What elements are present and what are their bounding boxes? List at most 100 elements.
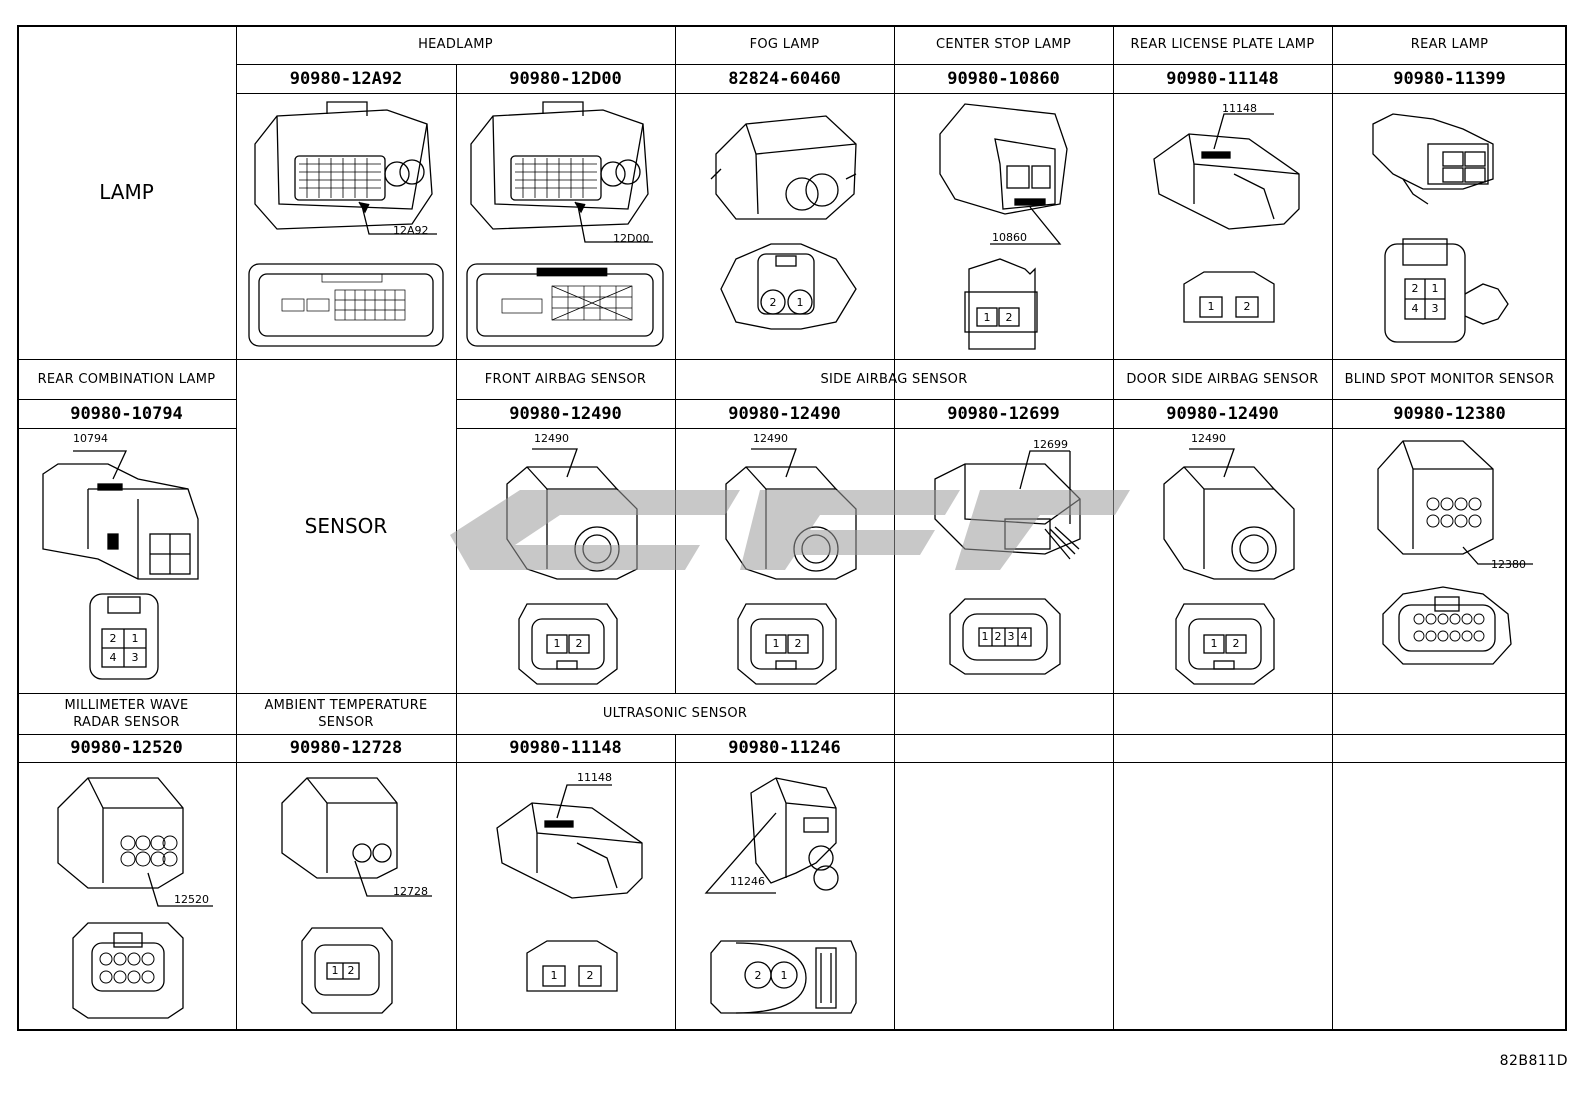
svg-text:2: 2: [995, 630, 1002, 643]
callout-label: 12490: [534, 432, 569, 445]
callout-label: 11148: [1222, 102, 1257, 115]
svg-text:2: 2: [110, 632, 117, 645]
svg-text:1: 1: [797, 296, 804, 309]
connector-drawing-headlamp-12d00: 12D00: [457, 94, 674, 358]
part-number: 90980-11148: [509, 738, 622, 758]
header-line: AMBIENT TEMPERATURE: [264, 697, 428, 713]
connector-drawing-side-airbag-sensor-12699: 1 2 3 4 12699: [895, 429, 1112, 692]
header-side-airbag-sensor: SIDE AIRBAG SENSOR: [820, 371, 968, 387]
connector-drawing-front-airbag-sensor: 1 2 12490: [457, 429, 674, 692]
callout-label: 12699: [1033, 438, 1068, 451]
connector-drawing-blind-spot-monitor-sensor: 12380: [1333, 429, 1566, 692]
callout-label: 12490: [753, 432, 788, 445]
svg-text:2: 2: [1412, 282, 1419, 295]
col-divider-3-row1: [675, 25, 676, 359]
part-number: 90980-12490: [1166, 403, 1279, 424]
svg-text:2: 2: [795, 637, 802, 650]
col-divider-6: [1332, 25, 1333, 1031]
row3-partno-divider: [17, 762, 1567, 763]
col-divider-2-row23: [456, 359, 457, 1031]
svg-text:2: 2: [1006, 311, 1013, 324]
col-divider-1: [236, 25, 237, 1031]
callout-label: 12D00: [613, 232, 650, 245]
row3-header-divider: [17, 734, 1567, 735]
callout-label: 12380: [1491, 558, 1526, 571]
header-rear-lamp: REAR LAMP: [1410, 37, 1489, 52]
drawing-code: 82B811D: [1499, 1053, 1568, 1069]
svg-text:2: 2: [576, 637, 583, 650]
callout-label: 12728: [393, 885, 428, 898]
category-lamp: LAMP: [99, 180, 154, 204]
header-line: SENSOR: [318, 714, 374, 730]
svg-text:1: 1: [551, 969, 558, 982]
connector-drawing-rear-combination-lamp: 2 1 4 3 10794: [18, 429, 235, 692]
connector-drawing-ambient-temperature-sensor: 1 2 12728: [237, 763, 455, 1030]
svg-text:1: 1: [773, 637, 780, 650]
connector-drawing-headlamp-12a92: 12A92: [237, 94, 455, 358]
svg-text:3: 3: [1008, 630, 1015, 643]
connector-table: [17, 25, 1567, 1031]
svg-text:4: 4: [110, 651, 117, 664]
row2-partno-divider-left: [17, 428, 236, 429]
header-rear-license-plate-lamp: REAR LICENSE PLATE LAMP: [1130, 37, 1315, 52]
header-door-side-airbag-sensor: DOOR SIDE AIRBAG SENSOR: [1126, 371, 1319, 387]
part-number: 90980-11246: [728, 738, 841, 758]
svg-text:2: 2: [348, 964, 355, 977]
callout-label: 10860: [992, 231, 1027, 244]
svg-text:1: 1: [982, 630, 989, 643]
col-divider-3-row3: [675, 734, 676, 1031]
connector-drawing-rear-lamp: 2 1 4 3: [1333, 94, 1566, 358]
svg-text:3: 3: [1432, 302, 1439, 315]
header-line: RADAR SENSOR: [73, 714, 180, 730]
svg-text:3: 3: [132, 651, 139, 664]
svg-text:1: 1: [1208, 300, 1215, 313]
svg-text:2: 2: [770, 296, 777, 309]
header-fog-lamp: FOG LAMP: [749, 37, 820, 52]
row1-bottom-divider: [17, 359, 1567, 360]
header-blind-spot-monitor-sensor: BLIND SPOT MONITOR SENSOR: [1344, 371, 1555, 387]
part-number: 82824-60460: [728, 68, 841, 89]
callout-label: 10794: [73, 432, 108, 445]
callout-label: 11148: [577, 771, 612, 784]
svg-text:1: 1: [1432, 282, 1439, 295]
part-number: 90980-11399: [1393, 68, 1506, 89]
header-front-airbag-sensor: FRONT AIRBAG SENSOR: [484, 371, 647, 387]
svg-text:1: 1: [1211, 637, 1218, 650]
part-number: 90980-12D00: [509, 68, 622, 89]
svg-text:1: 1: [554, 637, 561, 650]
header-ambient-temperature-sensor: AMBIENT TEMPERATURE SENSOR: [236, 693, 456, 734]
svg-text:4: 4: [1412, 302, 1419, 315]
svg-text:2: 2: [755, 969, 762, 982]
svg-text:1: 1: [781, 969, 788, 982]
svg-text:2: 2: [1244, 300, 1251, 313]
svg-text:1: 1: [332, 964, 339, 977]
header-rear-combination-lamp: REAR COMBINATION LAMP: [37, 371, 216, 387]
callout-label: 12490: [1191, 432, 1226, 445]
row2-header-divider-left: [17, 399, 236, 400]
col-divider-2-row1: [456, 64, 457, 359]
part-number: 90980-10860: [947, 68, 1060, 89]
row1-partno-divider: [236, 93, 1566, 94]
svg-text:2: 2: [587, 969, 594, 982]
callout-label: 11246: [730, 875, 765, 888]
category-sensor: SENSOR: [304, 514, 388, 538]
svg-text:1: 1: [984, 311, 991, 324]
svg-text:1: 1: [132, 632, 139, 645]
svg-text:4: 4: [1021, 630, 1028, 643]
connector-drawing-door-side-airbag-sensor: 1 2 12490: [1114, 429, 1331, 692]
part-number: 90980-10794: [70, 403, 183, 424]
connector-drawing-center-stop-lamp: 1 2 10860: [895, 94, 1112, 358]
row2-header-divider-right: [456, 399, 1566, 400]
connector-drawing-side-airbag-sensor-12490: 1 2 12490: [676, 429, 893, 692]
header-millimeter-wave-radar-sensor: MILLIMETER WAVE RADAR SENSOR: [17, 693, 236, 734]
connector-drawing-ultrasonic-sensor-11246: 2 1 11246: [676, 763, 893, 1030]
connector-drawing-ultrasonic-sensor-11148: 1 2 11148: [457, 763, 674, 1030]
row2-partno-divider-right: [456, 428, 1566, 429]
callout-label: 12520: [174, 893, 209, 906]
part-number: 90980-12380: [1393, 403, 1506, 424]
part-number: 90980-12520: [70, 738, 183, 758]
header-center-stop-lamp: CENTER STOP LAMP: [935, 37, 1072, 52]
connector-drawing-fog-lamp: 2 1: [676, 94, 893, 358]
part-number: 90980-12490: [728, 403, 841, 424]
part-number: 90980-12490: [509, 403, 622, 424]
